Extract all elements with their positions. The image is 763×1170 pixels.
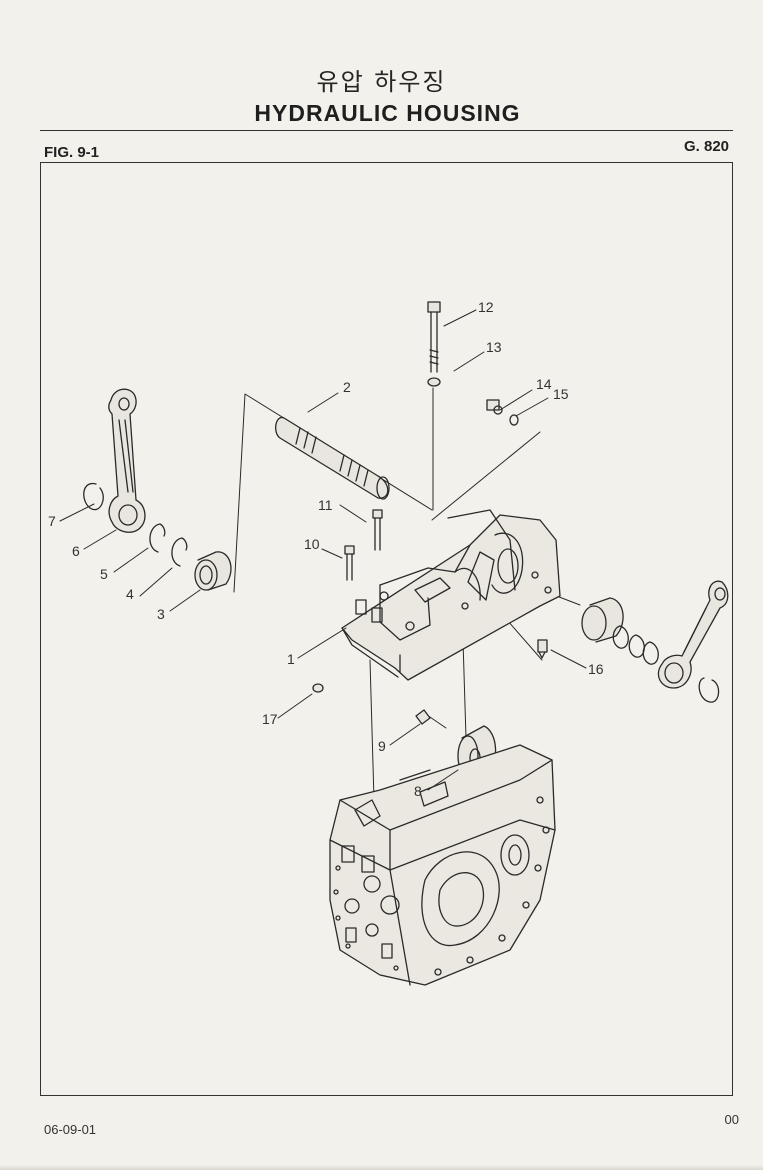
left-ring-4 xyxy=(171,537,188,567)
callout-7: 7 xyxy=(48,513,56,529)
plug xyxy=(486,399,503,415)
bolt-11 xyxy=(372,509,383,551)
callout-9: 9 xyxy=(378,738,386,754)
bolt-10 xyxy=(344,545,355,581)
long-bolt xyxy=(427,301,441,373)
hydraulic-housing xyxy=(341,509,561,681)
callout-15: 15 xyxy=(553,386,569,402)
right-snap-ring xyxy=(698,677,720,703)
title-korean: 유압 하우징 xyxy=(316,68,447,96)
transmission-case xyxy=(329,744,556,986)
callout-12: 12 xyxy=(478,299,494,315)
right-ring-b xyxy=(628,634,645,658)
callout-4: 4 xyxy=(126,586,134,602)
figure-label: FIG. 9-1 xyxy=(44,144,100,161)
footer-date-code: 06-09-01 xyxy=(44,1122,97,1137)
callout-8: 8 xyxy=(414,783,422,799)
callout-17: 17 xyxy=(262,711,278,727)
right-bushing xyxy=(581,597,624,643)
callout-10: 10 xyxy=(304,536,320,552)
left-lift-arm xyxy=(108,388,146,533)
callout-6: 6 xyxy=(72,543,80,559)
small-pin xyxy=(312,683,324,693)
title-english: HYDRAULIC HOUSING xyxy=(254,100,521,126)
washer xyxy=(427,377,441,387)
group-number: G. 820 xyxy=(683,138,729,155)
scan-edge-shadow xyxy=(0,1165,763,1170)
callout-16: 16 xyxy=(588,661,604,677)
splined-shaft xyxy=(274,416,390,500)
callout-3: 3 xyxy=(157,606,165,622)
callout-1: 1 xyxy=(287,651,295,667)
callout-11: 11 xyxy=(318,497,333,513)
callout-13: 13 xyxy=(486,339,502,355)
leader-lines xyxy=(59,309,587,791)
dowel-pin xyxy=(537,639,548,659)
left-bushing xyxy=(194,551,232,591)
callout-14: 14 xyxy=(536,376,552,392)
callout-labels: 1 2 3 4 5 6 7 8 9 10 11 12 13 14 15 16 1… xyxy=(48,299,604,799)
header-rule xyxy=(40,130,733,131)
footer-page-code: 00 xyxy=(724,1112,739,1127)
callout-2: 2 xyxy=(343,379,351,395)
left-ring-5 xyxy=(149,523,166,553)
left-snap-ring xyxy=(83,482,104,511)
diagram-frame xyxy=(40,162,733,1096)
callout-5: 5 xyxy=(100,566,108,582)
right-lift-arm xyxy=(657,580,729,689)
right-ring-c xyxy=(642,641,659,665)
gasket xyxy=(415,709,431,725)
seal-ring xyxy=(509,414,519,426)
right-ring-a xyxy=(612,625,629,649)
